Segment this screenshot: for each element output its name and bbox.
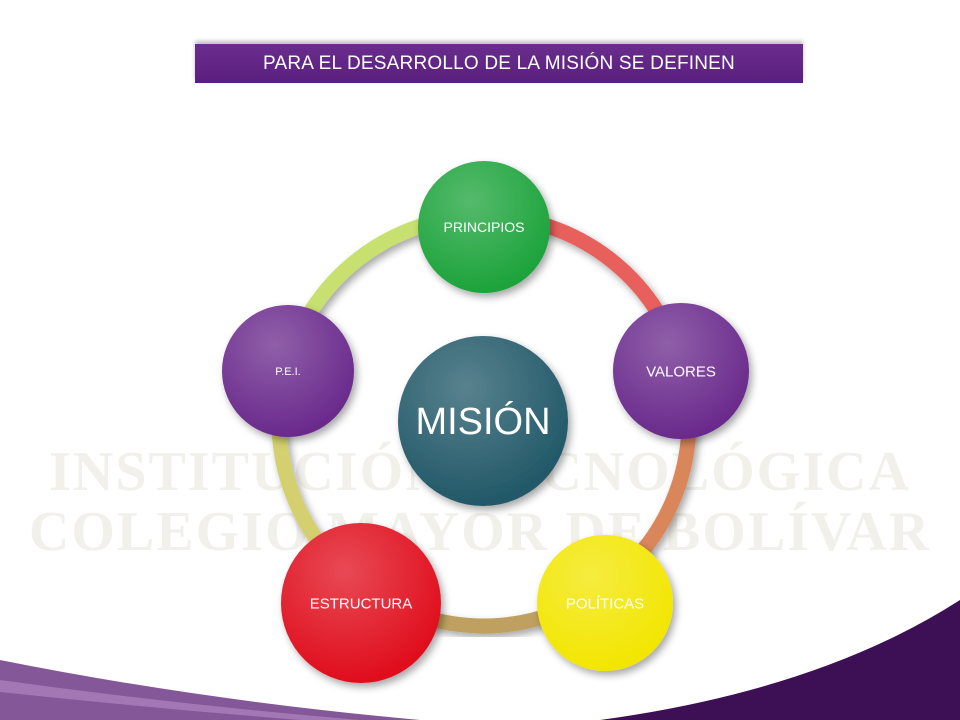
- node-principios: PRINCIPIOS: [418, 161, 550, 293]
- title-banner: PARA EL DESARROLLO DE LA MISIÓN SE DEFIN…: [195, 44, 803, 83]
- node-label-principios: PRINCIPIOS: [444, 219, 525, 235]
- node-gloss-estructura: [281, 523, 441, 683]
- node-gloss-politicas: [537, 535, 673, 671]
- node-pei: P.E.I.: [222, 305, 354, 437]
- node-gloss-pei: [222, 305, 354, 437]
- node-valores: VALORES: [613, 303, 749, 439]
- center-label: MISIÓN: [415, 400, 550, 443]
- node-gloss-principios: [418, 161, 550, 293]
- node-label-estructura: ESTRUCTURA: [310, 595, 413, 612]
- node-label-pei: P.E.I.: [275, 366, 300, 378]
- node-politicas: POLÍTICAS: [537, 535, 673, 671]
- node-gloss-valores: [613, 303, 749, 439]
- footer-swoosh-right: [600, 600, 960, 720]
- footer-swoosh: [0, 660, 420, 720]
- node-label-politicas: POLÍTICAS: [566, 595, 644, 612]
- nodes: PRINCIPIOS VALORES POLÍTICAS ESTRUCTURA P.E.…: [222, 161, 749, 683]
- node-label-valores: VALORES: [646, 363, 716, 380]
- node-estructura: ESTRUCTURA: [281, 523, 441, 683]
- page-title: PARA EL DESARROLLO DE LA MISIÓN SE DEFIN…: [263, 52, 735, 74]
- center-node: [398, 336, 568, 506]
